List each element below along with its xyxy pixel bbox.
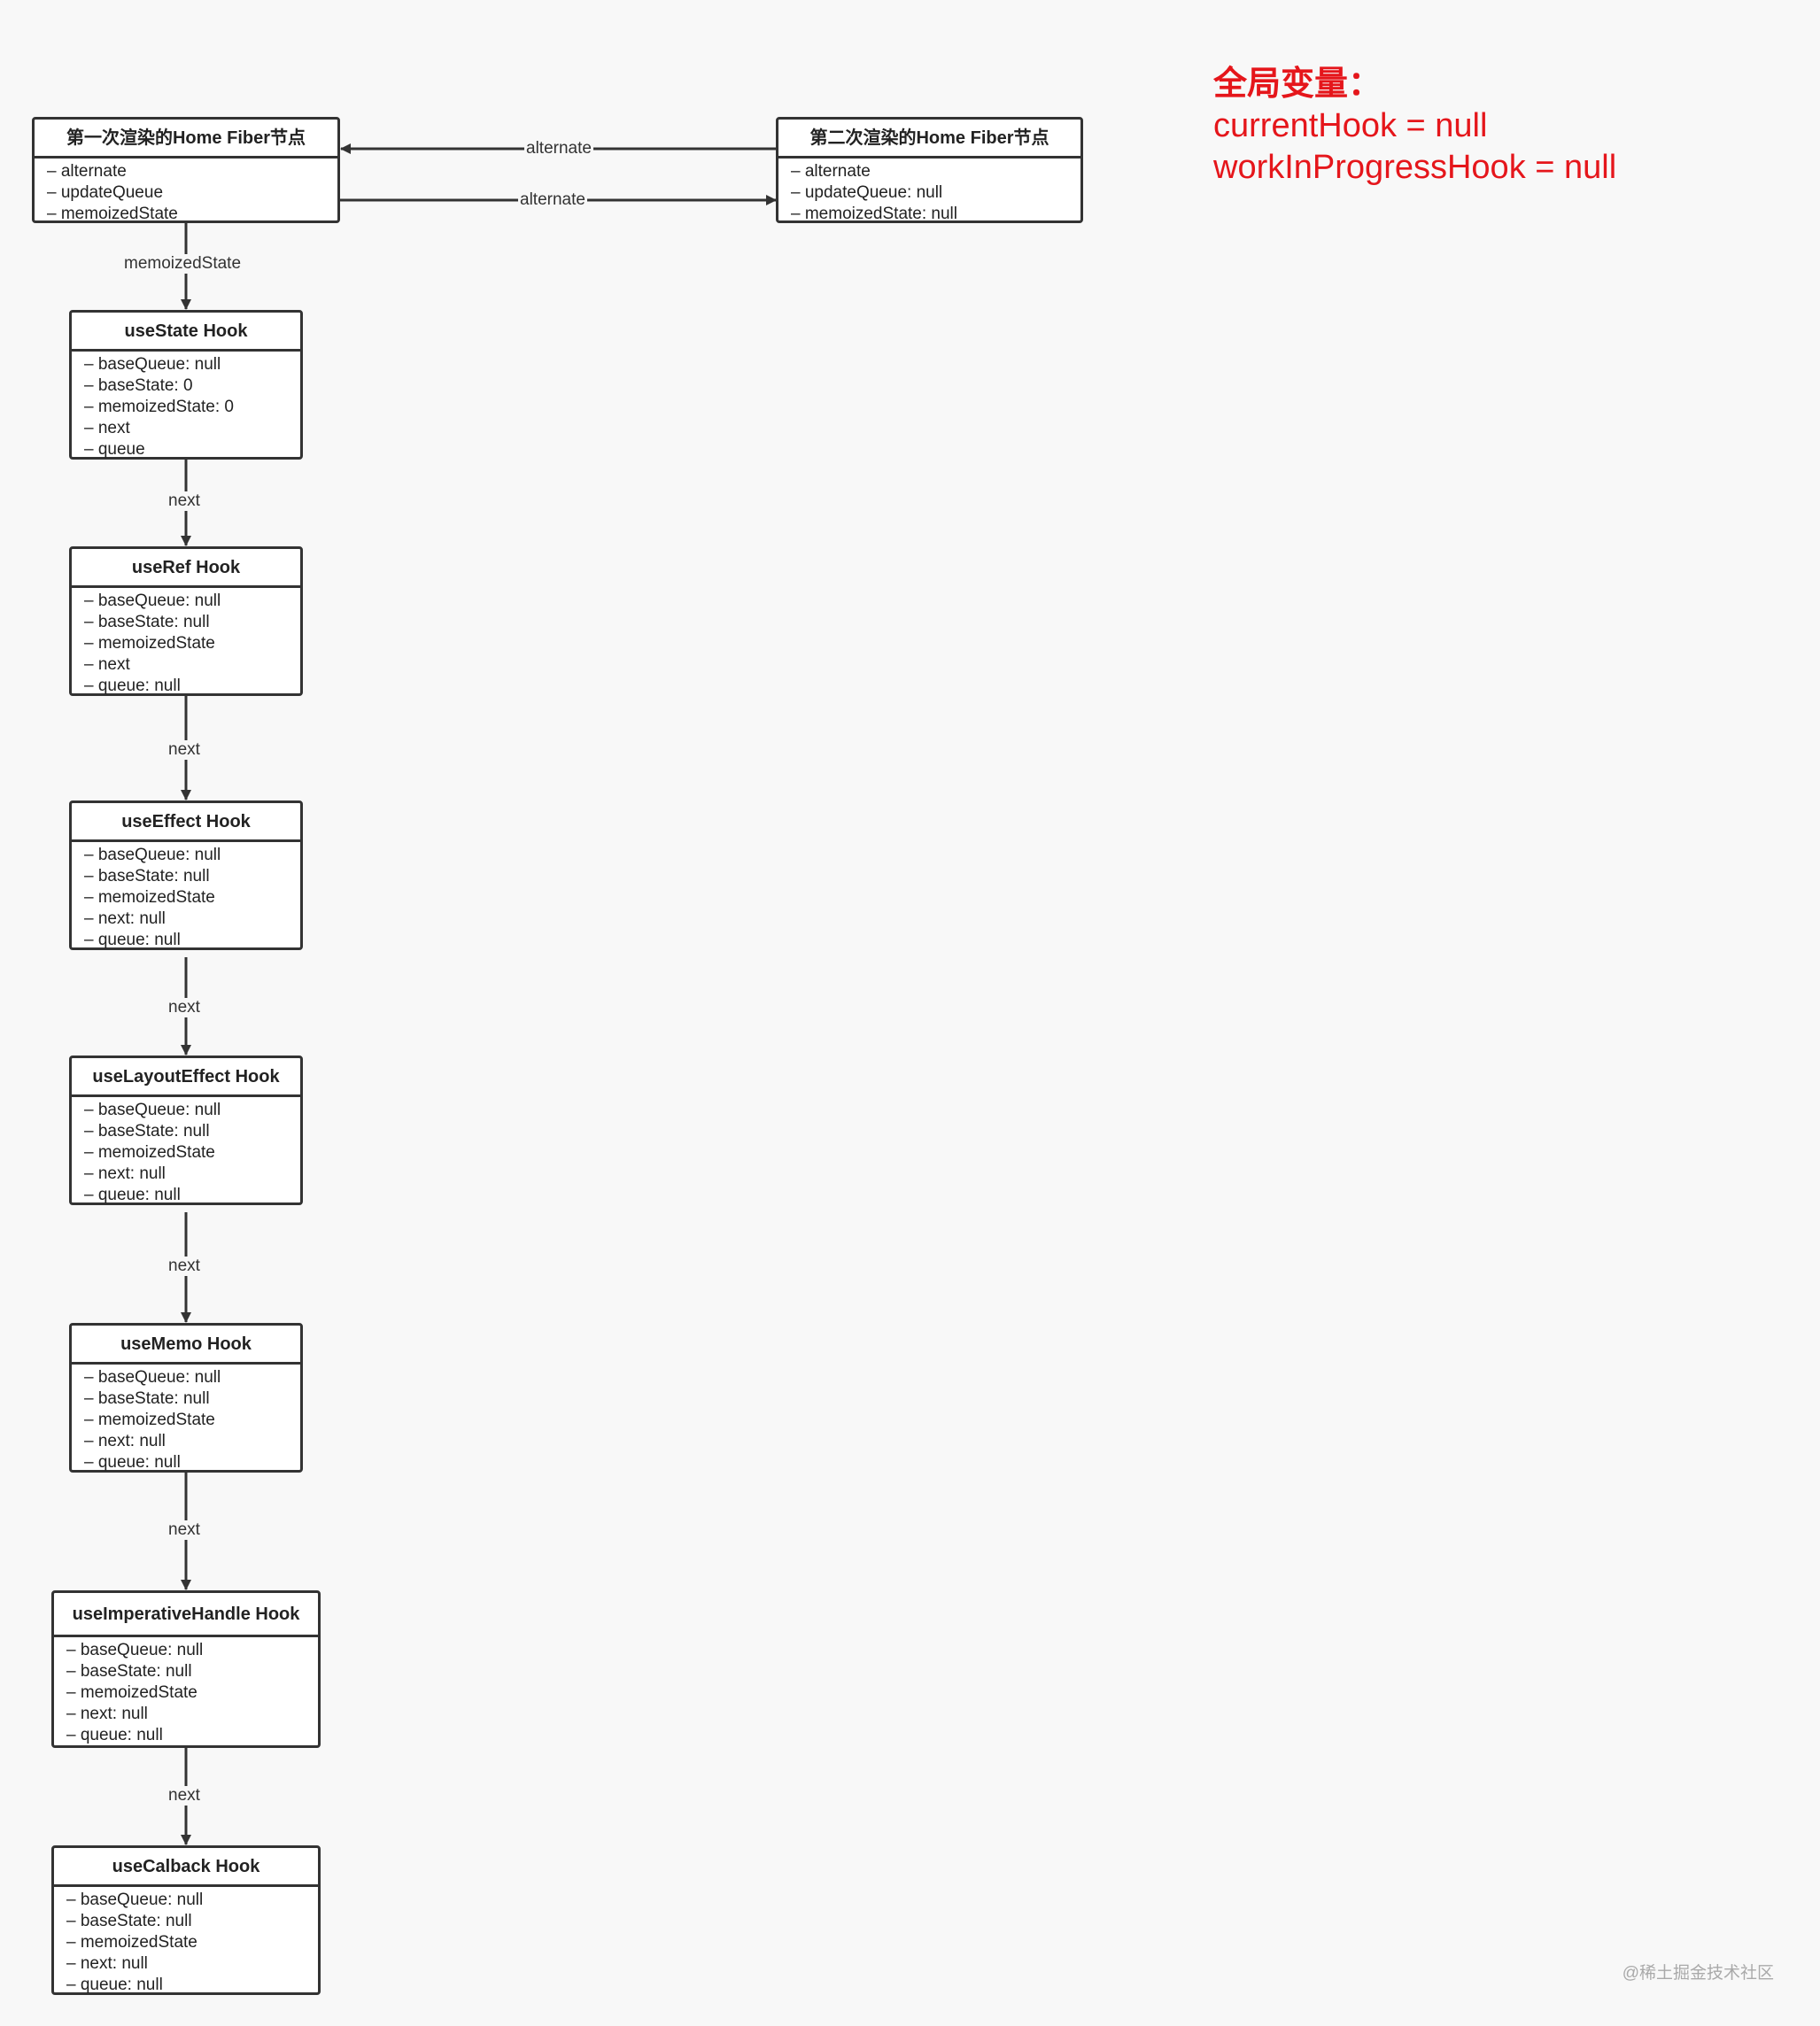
node-attr: – queue: null — [84, 931, 181, 949]
current-hook-value: currentHook = null — [1213, 107, 1488, 144]
hook-node-use-memo: useMemo Hook – baseQueue: null – baseSta… — [69, 1323, 303, 1473]
node-attr: – queue: null — [84, 1186, 181, 1204]
node-attr: – baseQueue: null — [84, 1101, 221, 1119]
hook-node-use-callback: useCalback Hook – baseQueue: null – base… — [51, 1845, 321, 1995]
node-attr: – next: null — [66, 1954, 148, 1973]
node-attr: – updateQueue — [47, 183, 164, 202]
node-attr: – baseQueue: null — [84, 846, 221, 864]
node-attr: – baseState: 0 — [84, 376, 193, 395]
node-attr: – queue: null — [84, 1453, 181, 1472]
node-attr: – alternate — [791, 162, 871, 181]
edge-label-next-6: next — [167, 1786, 202, 1806]
hook-node-use-layout-effect: useLayoutEffect Hook – baseQueue: null –… — [69, 1056, 303, 1205]
edge-label-next-3: next — [167, 998, 202, 1017]
node-attr: – queue: null — [66, 1976, 163, 1994]
node-attr: – memoizedState: 0 — [84, 398, 234, 416]
node-attr: – baseState: null — [84, 1389, 210, 1408]
node-attr: – baseState: null — [84, 613, 210, 631]
node-attr: – memoizedState — [66, 1683, 197, 1702]
node-attr: – updateQueue: null — [791, 183, 943, 202]
node-attr: – next — [84, 419, 130, 437]
node-attr: – baseState: null — [84, 867, 210, 885]
node-attr: – baseQueue: null — [84, 1368, 221, 1387]
node-attr: – memoizedState — [66, 1933, 197, 1952]
node-attr: – baseQueue: null — [66, 1891, 204, 1909]
node-title: 第一次渲染的Home Fiber节点 — [35, 120, 337, 159]
edge-label-alternate-bottom: alternate — [518, 190, 587, 210]
node-title: useMemo Hook — [72, 1326, 300, 1365]
node-attr: – queue: null — [66, 1726, 163, 1744]
node-attr: – memoizedState — [84, 1411, 215, 1429]
node-title: useEffect Hook — [72, 803, 300, 842]
node-attr: – memoizedState — [84, 1143, 215, 1162]
node-attr: – queue: null — [84, 677, 181, 695]
edge-label-next-1: next — [167, 491, 202, 511]
node-attr: – memoizedState — [84, 888, 215, 907]
work-in-progress-hook-value: workInProgressHook = null — [1213, 149, 1617, 186]
global-variables-note: 全局变量： currentHook = null workInProgressH… — [1213, 64, 1616, 189]
edge-label-alternate-top: alternate — [524, 139, 593, 159]
node-title: useCalback Hook — [54, 1848, 318, 1887]
node-attr: – baseQueue: null — [84, 592, 221, 610]
edge-label-next-2: next — [167, 740, 202, 760]
node-attr: – baseState: null — [66, 1912, 192, 1930]
fiber-node-first-render: 第一次渲染的Home Fiber节点 – alternate – updateQ… — [32, 117, 340, 223]
node-title: useRef Hook — [72, 549, 300, 588]
node-attr: – queue — [84, 440, 145, 459]
node-attr: – baseQueue: null — [66, 1641, 204, 1659]
fiber-node-second-render: 第二次渲染的Home Fiber节点 – alternate – updateQ… — [776, 117, 1083, 223]
node-attr: – next: null — [84, 909, 166, 928]
node-attr: – baseQueue: null — [84, 355, 221, 374]
node-title: 第二次渲染的Home Fiber节点 — [778, 120, 1080, 159]
node-attr: – baseState: null — [84, 1122, 210, 1141]
hook-node-use-effect: useEffect Hook – baseQueue: null – baseS… — [69, 800, 303, 950]
node-title: useState Hook — [72, 313, 300, 352]
hook-node-use-imperative-handle: useImperativeHandle Hook – baseQueue: nu… — [51, 1590, 321, 1748]
node-attr: – alternate — [47, 162, 127, 181]
node-title: useImperativeHandle Hook — [54, 1593, 318, 1637]
node-attr: – next: null — [84, 1432, 166, 1450]
node-attr: – next: null — [84, 1164, 166, 1183]
watermark: @稀土掘金技术社区 — [1622, 1964, 1774, 1983]
edge-label-memoized-state: memoizedState — [122, 254, 244, 274]
node-attr: – memoizedState: null — [791, 205, 957, 223]
global-variables-title: 全局变量： — [1213, 66, 1382, 103]
node-attr: – baseState: null — [66, 1662, 192, 1681]
node-attr: – memoizedState — [47, 205, 178, 223]
node-attr: – memoizedState — [84, 634, 215, 653]
edge-label-next-5: next — [167, 1520, 202, 1540]
hook-node-use-state: useState Hook – baseQueue: null – baseSt… — [69, 310, 303, 460]
node-attr: – next — [84, 655, 130, 674]
hook-node-use-ref: useRef Hook – baseQueue: null – baseStat… — [69, 546, 303, 696]
edge-label-next-4: next — [167, 1257, 202, 1276]
node-title: useLayoutEffect Hook — [72, 1058, 300, 1097]
node-attr: – next: null — [66, 1705, 148, 1723]
